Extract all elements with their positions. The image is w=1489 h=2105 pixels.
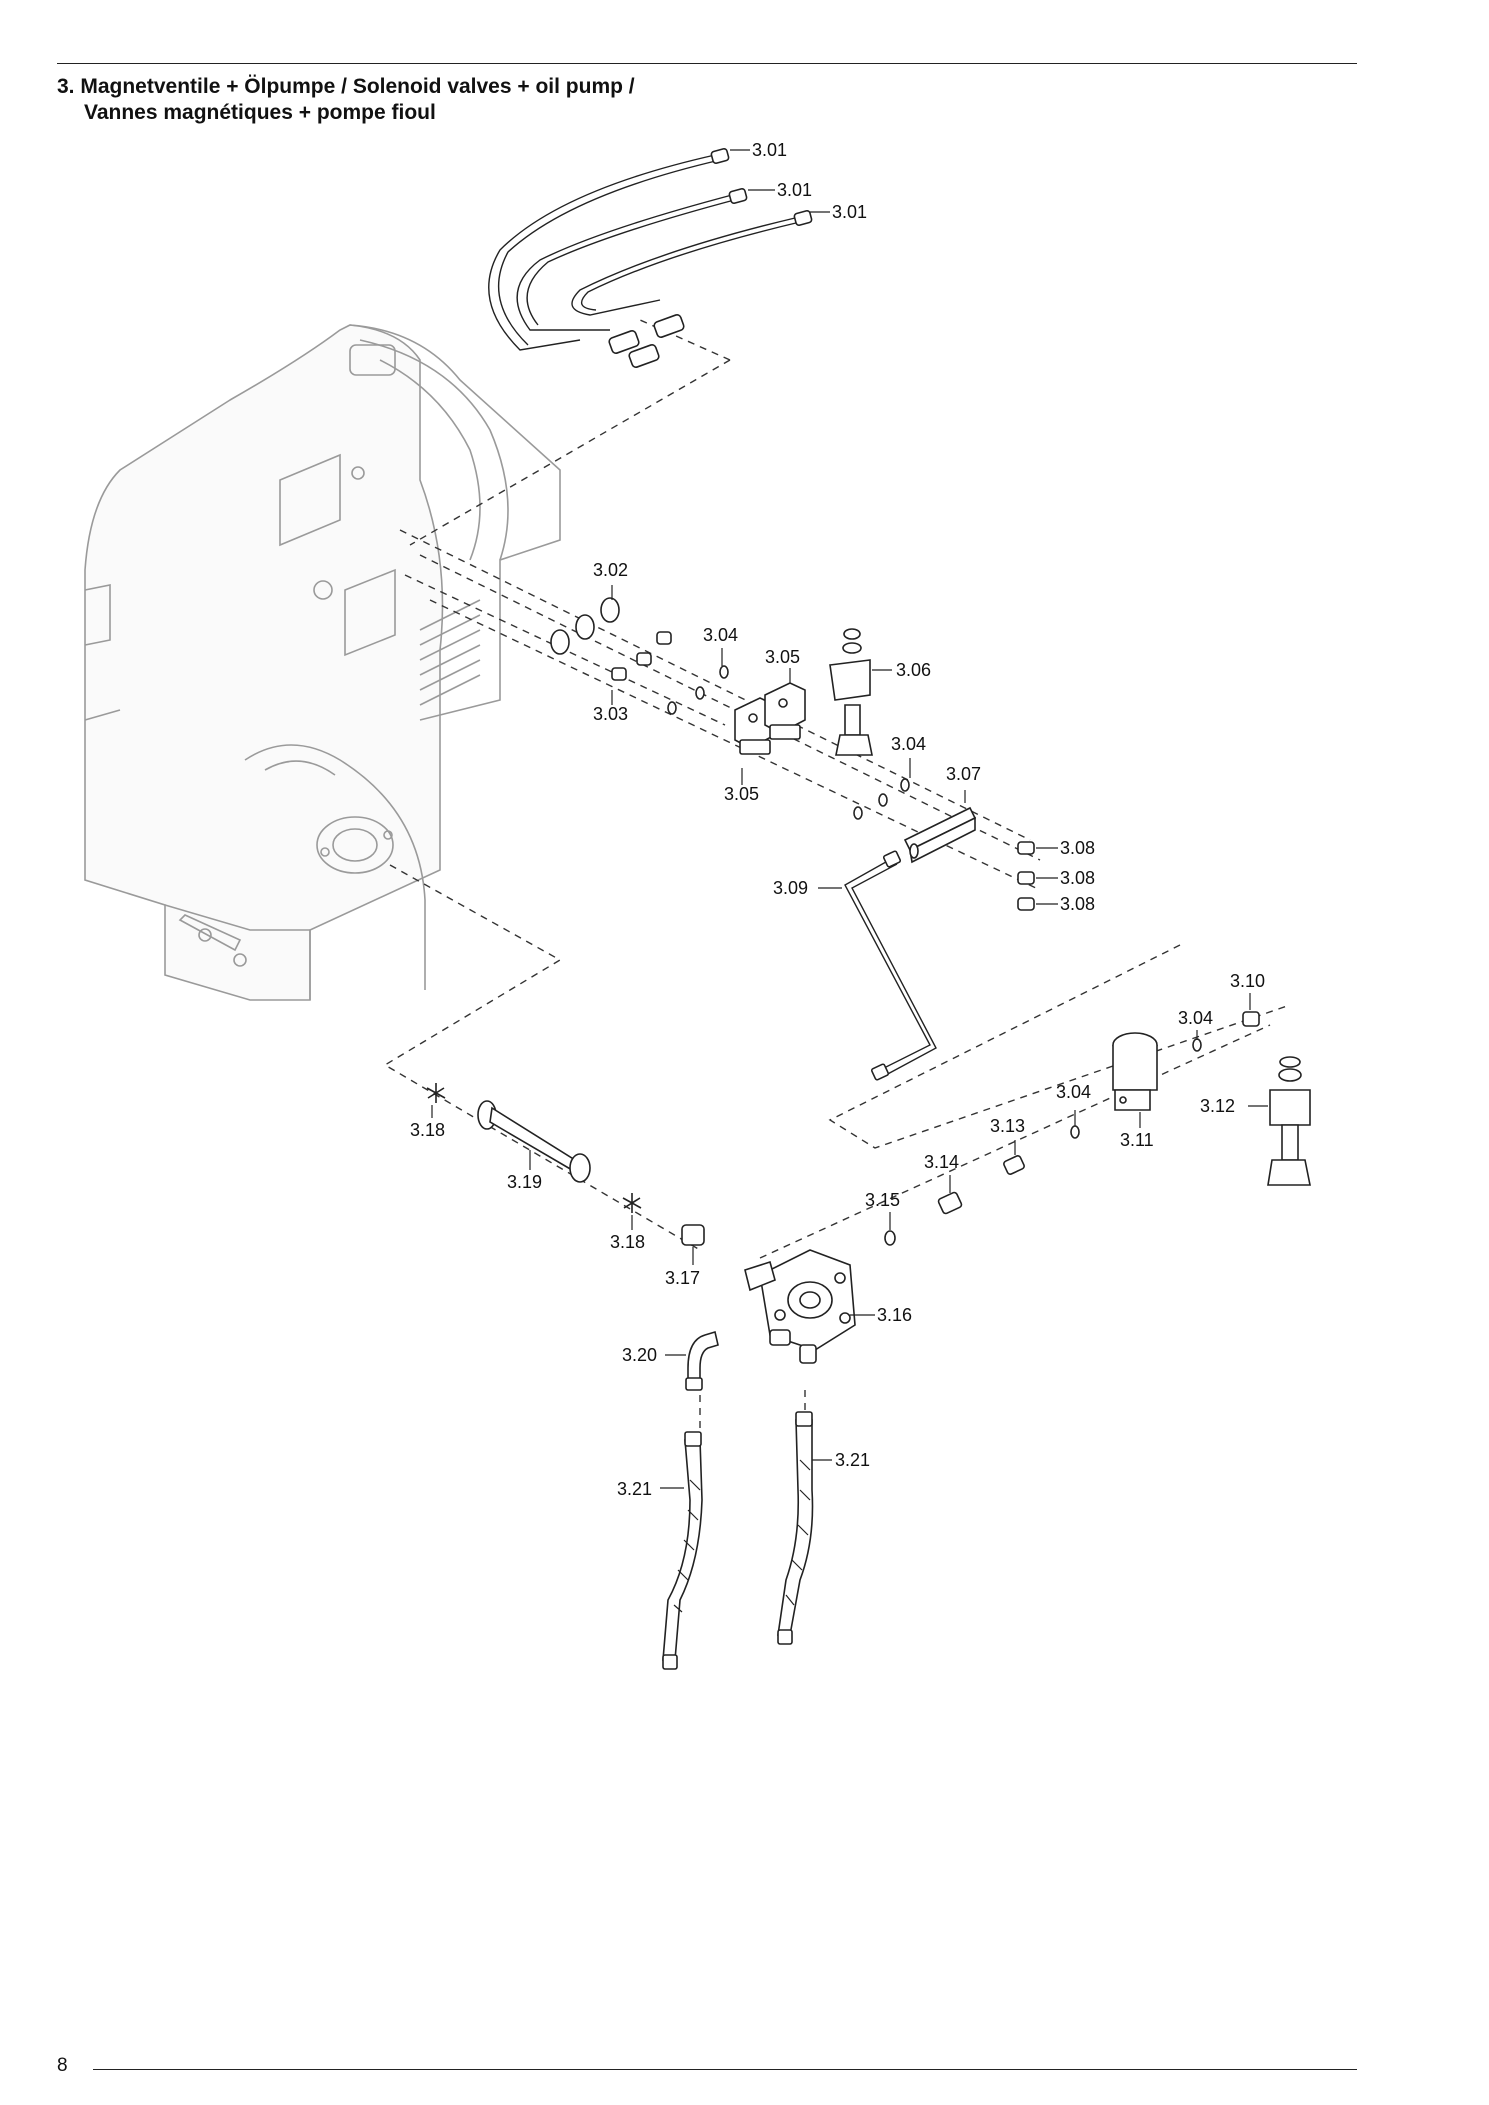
part-3-01-hoses (488, 148, 830, 368)
part-3-21-hoses (660, 1411, 832, 1670)
label-3-09: 3.09 (773, 878, 808, 898)
part-3-17-fitting (681, 1224, 705, 1265)
label-3-19: 3.19 (507, 1172, 542, 1192)
part-3-19-shaft (477, 1100, 591, 1183)
label-3-08-c: 3.08 (1060, 894, 1095, 914)
page-title: 3. Magnetventile + Ölpumpe / Solenoid va… (57, 74, 635, 126)
label-3-10: 3.10 (1230, 971, 1265, 991)
part-3-11-valve (1112, 1032, 1158, 1128)
page-number: 8 (57, 2055, 68, 2076)
part-3-20-elbow (665, 1330, 719, 1391)
label-3-15: 3.15 (865, 1190, 900, 1210)
bottom-rule (93, 2069, 1357, 2070)
label-3-17: 3.17 (665, 1268, 700, 1288)
label-3-01-c: 3.01 (832, 202, 867, 222)
label-3-21-a: 3.21 (617, 1479, 652, 1499)
label-3-16: 3.16 (877, 1305, 912, 1325)
part-3-08-screws (1017, 841, 1058, 911)
label-3-20: 3.20 (622, 1345, 657, 1365)
label-3-04-c: 3.04 (1178, 1008, 1213, 1028)
part-3-09-pipe (818, 850, 937, 1081)
top-rule (57, 63, 1357, 64)
label-3-14: 3.14 (924, 1152, 959, 1172)
label-3-01-a: 3.01 (752, 140, 787, 160)
fittings-upper (550, 585, 911, 820)
label-3-05-a: 3.05 (765, 647, 800, 667)
label-3-01-b: 3.01 (777, 180, 812, 200)
label-3-07: 3.07 (946, 764, 981, 784)
label-3-12: 3.12 (1200, 1096, 1235, 1116)
label-3-05-b: 3.05 (724, 784, 759, 804)
label-3-04-b: 3.04 (891, 734, 926, 754)
part-3-10-fitting (1242, 993, 1260, 1027)
part-3-06-coil (829, 628, 892, 756)
part-3-16-oil-pump (744, 1249, 875, 1364)
label-3-03: 3.03 (593, 704, 628, 724)
part-3-13-to-3-15-fittings (884, 1030, 1202, 1246)
label-3-18-b: 3.18 (610, 1232, 645, 1252)
part-labels: 3.01 3.01 3.01 3.02 3.03 3.04 3.04 3.04 … (410, 140, 1265, 1499)
title-line-1: 3. Magnetventile + Ölpumpe / Solenoid va… (57, 75, 635, 98)
label-3-04-a: 3.04 (703, 625, 738, 645)
part-3-12-coil (1248, 1056, 1311, 1186)
label-3-18-a: 3.18 (410, 1120, 445, 1140)
burner-housing (84, 324, 561, 1001)
label-3-08-b: 3.08 (1060, 868, 1095, 888)
label-3-13: 3.13 (990, 1116, 1025, 1136)
label-3-06: 3.06 (896, 660, 931, 680)
label-3-08-a: 3.08 (1060, 838, 1095, 858)
label-3-11: 3.11 (1120, 1130, 1154, 1150)
part-3-07-manifold (903, 790, 977, 864)
title-line-2: Vannes magnétiques + pompe fioul (84, 101, 436, 124)
label-3-04-d: 3.04 (1056, 1082, 1091, 1102)
label-3-02: 3.02 (593, 560, 628, 580)
part-3-18-couplings (426, 1083, 642, 1230)
part-3-05-solenoid-valves (734, 668, 806, 785)
label-3-21-b: 3.21 (835, 1450, 870, 1470)
